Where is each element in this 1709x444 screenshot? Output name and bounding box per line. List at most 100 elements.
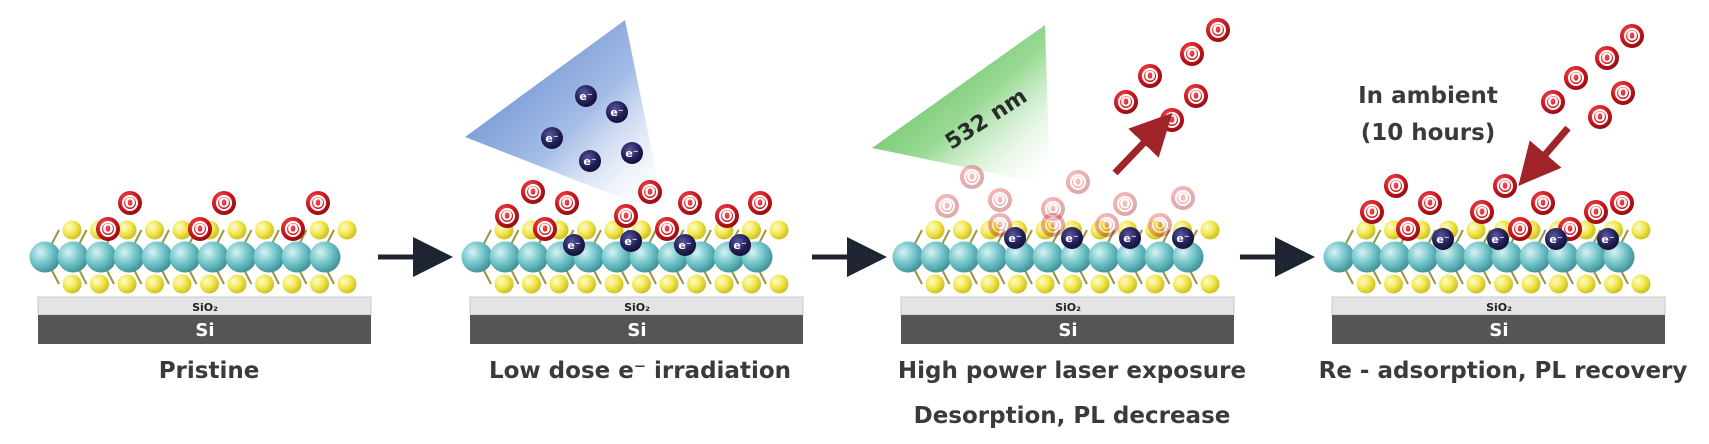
laser-beam xyxy=(872,25,1050,185)
svg-text:e⁻: e⁻ xyxy=(545,132,558,145)
sulfur-atom xyxy=(62,220,82,240)
svg-text:O: O xyxy=(661,223,672,238)
svg-text:e⁻: e⁻ xyxy=(1065,232,1078,245)
silicon-substrate xyxy=(470,315,803,344)
oxygen-atom: O xyxy=(1041,213,1065,237)
svg-text:e⁻: e⁻ xyxy=(567,239,580,252)
svg-text:O: O xyxy=(1499,180,1510,195)
sulfur-atom xyxy=(577,274,596,294)
sulfur-atom xyxy=(687,274,706,294)
sulfur-atom xyxy=(1384,274,1403,294)
caption-desorption: Desorption, PL decrease xyxy=(914,403,1231,429)
svg-text:O: O xyxy=(1047,219,1058,234)
caption-laser-exposure: High power laser exposure xyxy=(898,358,1246,384)
sulfur-atom xyxy=(255,220,274,240)
sulfur-atom xyxy=(227,274,247,294)
svg-text:O: O xyxy=(1617,87,1628,102)
svg-text:O: O xyxy=(527,186,538,201)
sulfur-atom xyxy=(742,274,761,294)
oxygen-atom: O xyxy=(533,217,557,241)
metal-atom xyxy=(948,241,980,273)
svg-text:O: O xyxy=(1626,30,1637,45)
metal-atom xyxy=(1088,241,1120,273)
svg-text:O: O xyxy=(1212,24,1223,39)
metal-atom xyxy=(281,241,313,273)
svg-text:O: O xyxy=(1186,48,1197,63)
metal-atom xyxy=(1060,241,1092,273)
desorption-arrow xyxy=(1112,112,1173,176)
oxygen-atom: O xyxy=(555,191,579,215)
svg-text:O: O xyxy=(1514,223,1525,238)
oxygen-atom: O xyxy=(1595,46,1619,70)
oxygen-atom: O xyxy=(1584,200,1608,224)
sulfur-atom xyxy=(1549,274,1568,294)
svg-text:e⁻: e⁻ xyxy=(1549,233,1562,246)
sulfur-atom xyxy=(549,274,569,294)
oxygen-atom: O xyxy=(118,191,142,215)
oxygen-atom: O xyxy=(1588,105,1612,129)
svg-text:O: O xyxy=(754,197,765,212)
svg-text:O: O xyxy=(1177,192,1188,207)
svg-text:O: O xyxy=(561,197,572,212)
svg-text:O: O xyxy=(721,210,732,225)
metal-atom xyxy=(1004,241,1036,273)
svg-text:O: O xyxy=(1072,176,1083,191)
sulfur-atom xyxy=(1466,220,1486,240)
svg-text:e⁻: e⁻ xyxy=(1601,233,1614,246)
metal-atom xyxy=(1519,241,1551,273)
metal-atom xyxy=(57,241,89,273)
oxygen-atom: O xyxy=(1206,18,1230,42)
oxygen-atom: O xyxy=(614,204,638,228)
svg-text:e⁻: e⁻ xyxy=(624,235,637,248)
electron: e⁻ xyxy=(1432,228,1454,250)
silicon-substrate xyxy=(901,315,1234,344)
svg-text:O: O xyxy=(1564,223,1575,238)
svg-text:e⁻: e⁻ xyxy=(1491,233,1504,246)
svg-text:O: O xyxy=(1190,90,1201,105)
electron: e⁻ xyxy=(1545,228,1567,250)
oxygen-atom: O xyxy=(1541,90,1565,114)
sulfur-atom xyxy=(659,274,679,294)
svg-text:O: O xyxy=(539,223,550,238)
electron: e⁻ xyxy=(621,142,643,164)
sulfur-atom xyxy=(953,274,972,294)
svg-text:e⁻: e⁻ xyxy=(579,90,592,103)
adsorption-arrow xyxy=(1518,125,1571,186)
sulfur-atom xyxy=(687,220,706,240)
oxygen-atom: O xyxy=(935,194,959,218)
oxygen-atom: O xyxy=(521,180,545,204)
svg-text:O: O xyxy=(1166,114,1177,129)
sulfur-atom xyxy=(117,274,137,294)
sulfur-atom xyxy=(310,220,329,240)
metal-atom xyxy=(1379,241,1411,273)
svg-text:e⁻: e⁻ xyxy=(625,147,638,160)
sulfur-atom xyxy=(90,274,109,294)
svg-text:O: O xyxy=(124,197,135,212)
oxygen-atom: O xyxy=(1620,24,1644,48)
electron: e⁻ xyxy=(729,234,751,256)
svg-text:O: O xyxy=(102,223,113,238)
svg-text:O: O xyxy=(684,197,695,212)
svg-text:O: O xyxy=(1402,223,1413,238)
svg-text:O: O xyxy=(501,210,512,225)
metal-atom xyxy=(1144,241,1176,273)
oxygen-atom: O xyxy=(212,191,236,215)
oxygen-atom: O xyxy=(1531,191,1555,215)
metal-atom xyxy=(461,241,493,273)
oxygen-atom: O xyxy=(1508,217,1532,241)
silicon-label: Si xyxy=(1489,320,1508,341)
metal-atom xyxy=(309,241,341,273)
sulfur-atom xyxy=(494,274,514,294)
metal-atom xyxy=(29,241,61,273)
metal-atom xyxy=(489,241,521,273)
sulfur-atom xyxy=(200,274,219,294)
sulfur-atom xyxy=(953,220,972,240)
svg-text:O: O xyxy=(994,194,1005,209)
oxygen-atom: O xyxy=(1160,108,1184,132)
svg-text:e⁻: e⁻ xyxy=(610,106,623,119)
sulfur-atom xyxy=(1145,274,1165,294)
svg-text:e⁻: e⁻ xyxy=(1123,232,1136,245)
oxygen-atom: O xyxy=(1114,90,1138,114)
